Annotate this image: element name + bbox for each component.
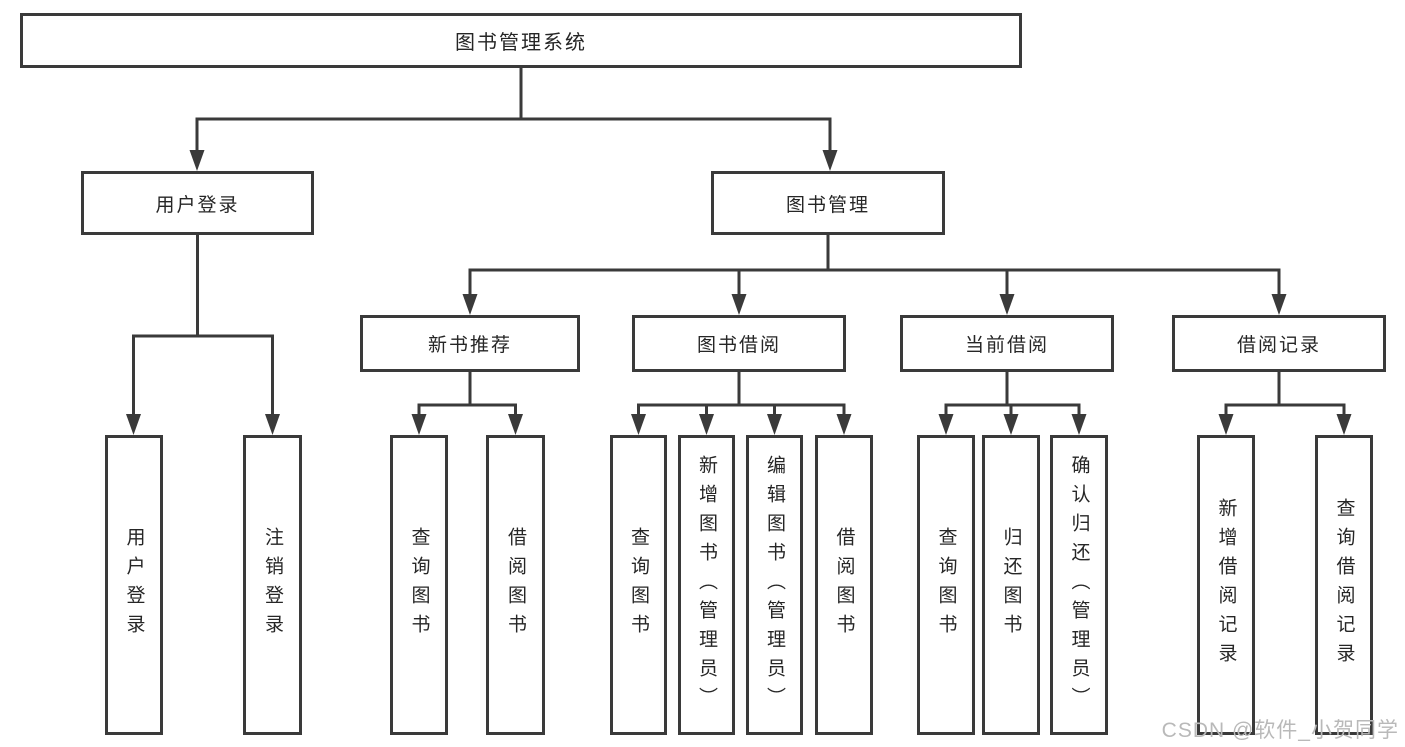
node-root-label: 图书管理系统	[455, 32, 587, 54]
node-book-management-label: 图书管理	[785, 194, 870, 216]
leaf-borrow-books: 借阅图书	[815, 435, 873, 735]
leaf-query-borrow-record-label: 查询借阅记录	[1333, 498, 1355, 672]
node-current-borrow: 当前借阅	[900, 315, 1114, 372]
csdn-watermark: CSDN @软件_小贺同学	[1161, 719, 1399, 742]
leaf-borrow-books-recommend: 借阅图书	[486, 435, 545, 735]
leaf-query-books-current-label: 查询图书	[935, 527, 957, 643]
leaf-add-book-admin: 新增图书（管理员）	[678, 435, 735, 735]
leaf-query-borrow-record: 查询借阅记录	[1315, 435, 1373, 735]
leaf-add-borrow-record: 新增借阅记录	[1197, 435, 1255, 735]
leaf-query-books-borrow-label: 查询图书	[628, 527, 649, 643]
leaf-query-books-borrow: 查询图书	[610, 435, 667, 735]
node-root: 图书管理系统	[20, 13, 1022, 68]
leaf-query-books-recommend: 查询图书	[390, 435, 448, 735]
leaf-query-books-recommend-label: 查询图书	[408, 527, 430, 643]
node-current-borrow-label: 当前借阅	[964, 335, 1049, 356]
leaf-user-login-label: 用户登录	[123, 527, 145, 643]
node-new-book-recommend: 新书推荐	[360, 315, 580, 372]
leaf-borrow-books-recommend-label: 借阅图书	[505, 527, 526, 643]
leaf-edit-book-admin-label: 编辑图书（管理员）	[764, 454, 785, 716]
node-new-book-recommend-label: 新书推荐	[427, 335, 512, 356]
node-book-borrow-label: 图书借阅	[696, 335, 781, 356]
leaf-return-book-label: 归还图书	[1000, 527, 1022, 643]
leaf-add-borrow-record-label: 新增借阅记录	[1215, 498, 1237, 672]
leaf-logout: 注销登录	[243, 435, 302, 735]
leaf-logout-label: 注销登录	[262, 527, 283, 643]
leaf-add-book-admin-label: 新增图书（管理员）	[696, 454, 717, 716]
leaf-confirm-return-admin-label: 确认归还（管理员）	[1068, 454, 1090, 716]
leaf-return-book: 归还图书	[982, 435, 1040, 735]
leaf-borrow-books-label: 借阅图书	[833, 527, 855, 643]
node-user-login-label: 用户登录	[155, 194, 240, 216]
leaf-query-books-current: 查询图书	[917, 435, 975, 735]
node-borrow-records: 借阅记录	[1172, 315, 1386, 372]
node-borrow-records-label: 借阅记录	[1236, 335, 1321, 356]
leaf-confirm-return-admin: 确认归还（管理员）	[1050, 435, 1108, 735]
node-book-management: 图书管理	[711, 171, 945, 235]
node-book-borrow: 图书借阅	[632, 315, 846, 372]
node-user-login: 用户登录	[81, 171, 314, 235]
leaf-edit-book-admin: 编辑图书（管理员）	[746, 435, 803, 735]
leaf-user-login: 用户登录	[105, 435, 163, 735]
